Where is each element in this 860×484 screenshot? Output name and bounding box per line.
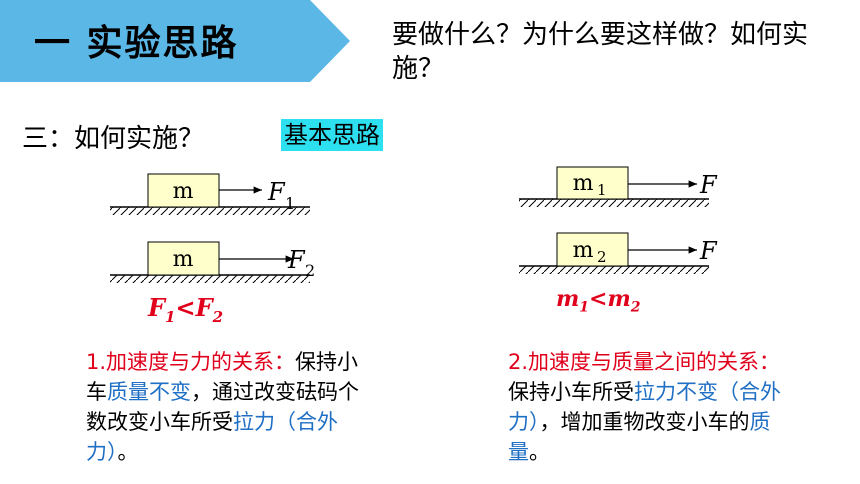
mass-comparison: m1<m2 xyxy=(556,286,641,315)
text-segment: 保持小车 xyxy=(86,350,359,404)
cond-operator: < xyxy=(175,293,196,322)
relation-title: 1.加速度与力的关系： xyxy=(86,350,296,374)
left-setup-2: m F 2 xyxy=(110,241,315,283)
cond-var-b: m xyxy=(607,286,631,312)
basic-idea-tag: 基本思路 xyxy=(281,119,383,151)
highlight-mass: 质量不变 xyxy=(107,380,191,404)
ground-hatch xyxy=(110,275,310,283)
text-segment: 。 xyxy=(117,440,139,464)
banner-arrow-shape xyxy=(0,0,350,82)
cond-var-b: F xyxy=(195,293,213,322)
section-label: 三：如何实施？ xyxy=(22,124,205,154)
cond-sub-b: 2 xyxy=(212,307,224,326)
text-segment: 。 xyxy=(529,440,550,464)
force-label: F xyxy=(699,237,718,265)
highlight-force: 拉力（合外力） xyxy=(86,410,338,464)
text-segment: 保持小车所受 xyxy=(508,380,634,404)
block xyxy=(556,232,629,267)
block-subscript: 1 xyxy=(597,181,607,199)
right-setup-1: m 1 F xyxy=(519,166,718,207)
banner-title: 一 实验思路 xyxy=(34,23,239,64)
force-label: F xyxy=(699,171,718,199)
cond-var-a: m xyxy=(556,286,580,312)
block-label: m xyxy=(573,171,594,196)
force-label: F xyxy=(267,178,286,206)
section-banner: 一 实验思路 xyxy=(0,0,350,82)
block-subscript: 2 xyxy=(597,248,607,266)
mass-relation-text: 2.加速度与质量之间的关系： 保持小车所受拉力不变（合外力），增加重物改变小车的质… xyxy=(508,347,783,467)
text-segment: ，增加重物改变小车的 xyxy=(539,410,750,434)
block-label: m xyxy=(173,247,194,272)
ground-hatch xyxy=(110,207,310,215)
relation-title: 2.加速度与质量之间的关系： xyxy=(508,350,781,374)
cond-sub-a: 1 xyxy=(579,299,590,316)
ground-hatch xyxy=(519,266,709,274)
force-subscript: 2 xyxy=(305,261,315,280)
ground-hatch xyxy=(519,199,709,207)
force-comparison: F1<F2 xyxy=(148,293,223,326)
force-label: F xyxy=(287,246,306,274)
left-setup-1: m F 1 xyxy=(110,173,310,215)
block-label: m xyxy=(573,238,594,263)
force-relation-text: 1.加速度与力的关系：保持小车质量不变，通过改变砝码个数改变小车所受拉力（合外力… xyxy=(86,347,361,467)
cond-operator: < xyxy=(589,286,608,312)
force-subscript: 1 xyxy=(285,194,295,213)
cond-sub-a: 1 xyxy=(165,307,176,326)
text-segment: ，通过改变砝码个数改变小车所受 xyxy=(86,380,359,434)
right-setup-2: m 2 F xyxy=(519,232,718,274)
highlight-mass: 质量 xyxy=(508,410,771,464)
cond-sub-b: 2 xyxy=(630,299,641,316)
block-label: m xyxy=(173,179,194,204)
cond-var-a: F xyxy=(148,293,166,322)
question-text: 要做什么？为什么要这样做？如何实施？ xyxy=(392,20,809,84)
highlight-force: 拉力不变（合外力） xyxy=(508,380,781,434)
block xyxy=(556,166,629,200)
